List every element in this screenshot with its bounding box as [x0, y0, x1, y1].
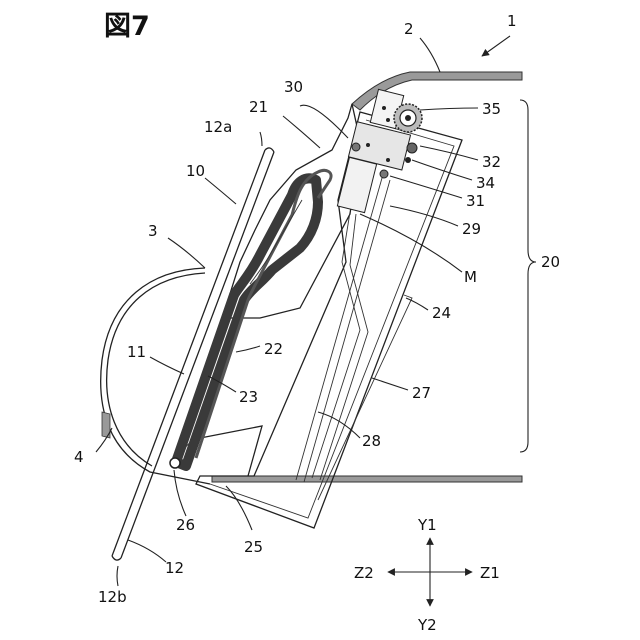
label-31: 31	[466, 192, 485, 210]
gear-35	[394, 104, 422, 132]
label-29: 29	[462, 220, 481, 238]
label-24: 24	[432, 304, 451, 322]
label-3: 3	[148, 222, 158, 240]
label-12: 12	[165, 559, 184, 577]
axis-y1: Y1	[417, 516, 437, 534]
belt-22	[176, 178, 318, 466]
label-26: 26	[176, 516, 195, 534]
frame-27b	[318, 295, 412, 500]
direction-axes: Y1 Y2 Z1 Z2	[354, 516, 500, 634]
label-34: 34	[476, 174, 495, 192]
seat-outline-inner	[107, 273, 205, 466]
label-27: 27	[412, 384, 431, 402]
label-30: 30	[284, 78, 303, 96]
label-11: 11	[127, 343, 146, 361]
frame-27	[210, 120, 454, 518]
axis-y2: Y2	[417, 616, 437, 634]
motor-M	[337, 157, 376, 212]
axis-z2: Z2	[354, 564, 374, 582]
bolt-31	[380, 170, 388, 178]
figure-title: 図7	[104, 11, 150, 42]
label-12a: 12a	[204, 118, 232, 136]
bolt-34	[405, 157, 411, 163]
label-1: 1	[507, 12, 517, 30]
label-23: 23	[239, 388, 258, 406]
label-32: 32	[482, 153, 501, 171]
label-28: 28	[362, 432, 381, 450]
label-M: M	[464, 268, 477, 286]
label-21: 21	[249, 98, 268, 116]
reference-labels: 1 2 3 4 10 11 12 12a 12b 20 21 22 23 24 …	[74, 12, 560, 606]
bolt-32	[407, 143, 417, 153]
bolt-30	[352, 143, 360, 151]
bracket-20	[520, 100, 536, 452]
label-22: 22	[264, 340, 283, 358]
label-20: 20	[541, 253, 560, 271]
floor-line	[212, 476, 522, 482]
label-4: 4	[74, 448, 84, 466]
roller-26	[170, 458, 180, 468]
label-12b: 12b	[98, 588, 127, 606]
label-2: 2	[404, 20, 414, 38]
label-25: 25	[244, 538, 263, 556]
axis-z1: Z1	[480, 564, 500, 582]
label-10: 10	[186, 162, 205, 180]
guide-29	[312, 212, 368, 480]
label-35: 35	[482, 100, 501, 118]
